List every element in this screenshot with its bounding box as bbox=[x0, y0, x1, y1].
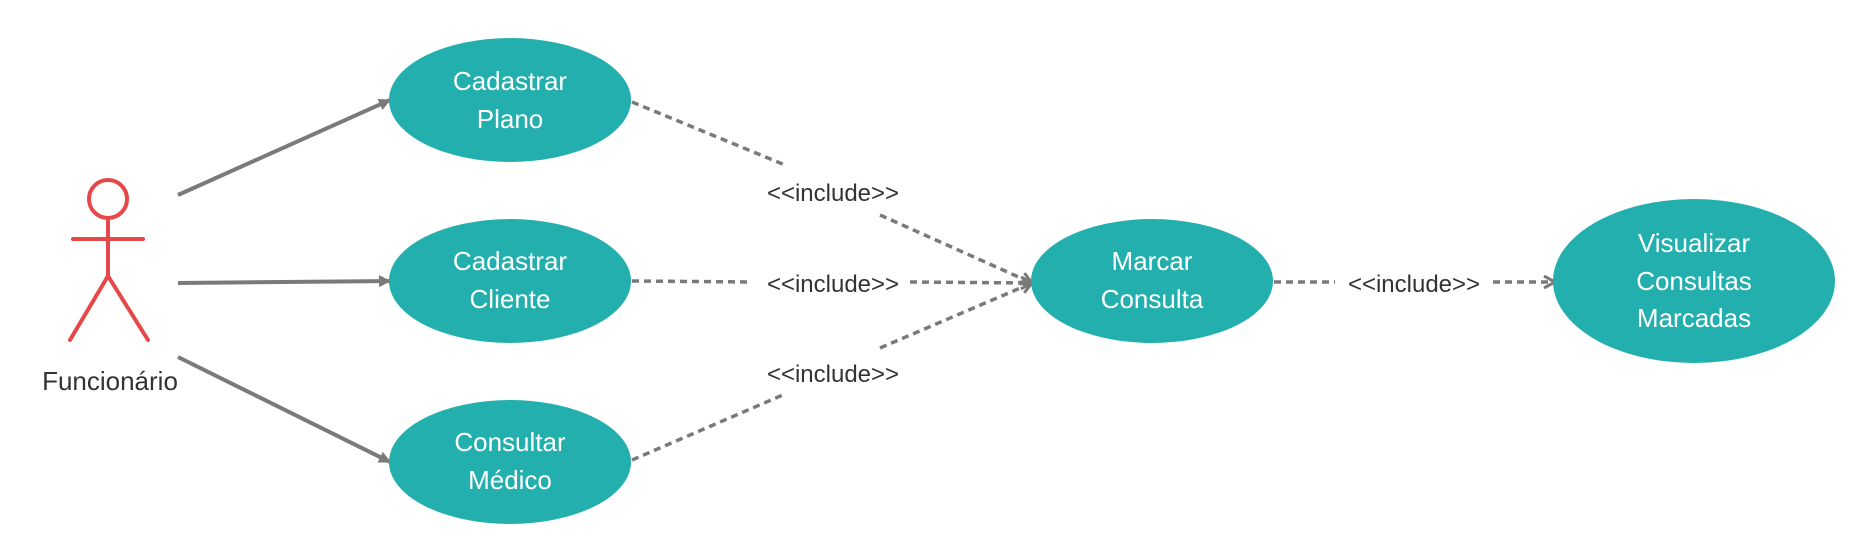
use-case-label-line: Médico bbox=[468, 465, 552, 495]
use-case-label-line: Consultar bbox=[454, 427, 566, 457]
include-label-plano: <<include>> bbox=[767, 180, 899, 207]
use-case-label-line: Plano bbox=[477, 104, 544, 134]
association-line-cadastrar-plano bbox=[177, 98, 391, 197]
use-case-cadastrar-plano: Cadastrar Plano bbox=[389, 38, 631, 162]
use-case-marcar-consulta: Marcar Consulta bbox=[1031, 219, 1273, 343]
include-label-visualizar: <<include>> bbox=[1348, 271, 1480, 298]
use-case-label-line: Marcadas bbox=[1637, 303, 1751, 333]
actor-figure bbox=[68, 178, 150, 342]
use-case-label-line: Cadastrar bbox=[453, 66, 567, 96]
use-case-cadastrar-cliente: Cadastrar Cliente bbox=[389, 219, 631, 343]
use-case-label-line: Cliente bbox=[470, 284, 551, 314]
use-case-ellipse bbox=[389, 400, 631, 524]
include-label-medico: <<include>> bbox=[767, 361, 899, 388]
association-line-consultar-medico bbox=[177, 355, 391, 464]
use-case-ellipse bbox=[1553, 199, 1835, 363]
actor-right-leg bbox=[106, 274, 150, 342]
include-line-cliente-part1 bbox=[631, 279, 753, 284]
use-case-label-line: Marcar bbox=[1112, 246, 1193, 276]
include-line-plano-part2 bbox=[879, 213, 1032, 283]
use-case-label-line: Cadastrar bbox=[453, 246, 567, 276]
actor-name: Funcionário bbox=[42, 366, 178, 396]
use-case-visualizar-consultas-marcadas: Visualizar Consultas Marcadas bbox=[1553, 199, 1835, 363]
actor-head bbox=[87, 178, 129, 220]
include-line-cliente-part2 bbox=[909, 282, 1032, 283]
include-line-medico-part2 bbox=[879, 283, 1032, 350]
use-case-label-line: Consulta bbox=[1101, 284, 1204, 314]
use-case-ellipse bbox=[1031, 219, 1273, 343]
use-case-consultar-medico: Consultar Médico bbox=[389, 400, 631, 524]
include-line-medico-part1 bbox=[631, 392, 786, 462]
use-case-ellipse bbox=[389, 38, 631, 162]
include-line-plano-part1 bbox=[631, 100, 786, 167]
actor-left-leg bbox=[68, 274, 110, 342]
use-case-label-line: Consultas bbox=[1636, 266, 1752, 296]
include-label-cliente: <<include>> bbox=[767, 271, 899, 298]
association-line-cadastrar-cliente bbox=[177, 275, 391, 288]
use-case-ellipse bbox=[389, 219, 631, 343]
use-case-label-line: Visualizar bbox=[1638, 228, 1751, 258]
